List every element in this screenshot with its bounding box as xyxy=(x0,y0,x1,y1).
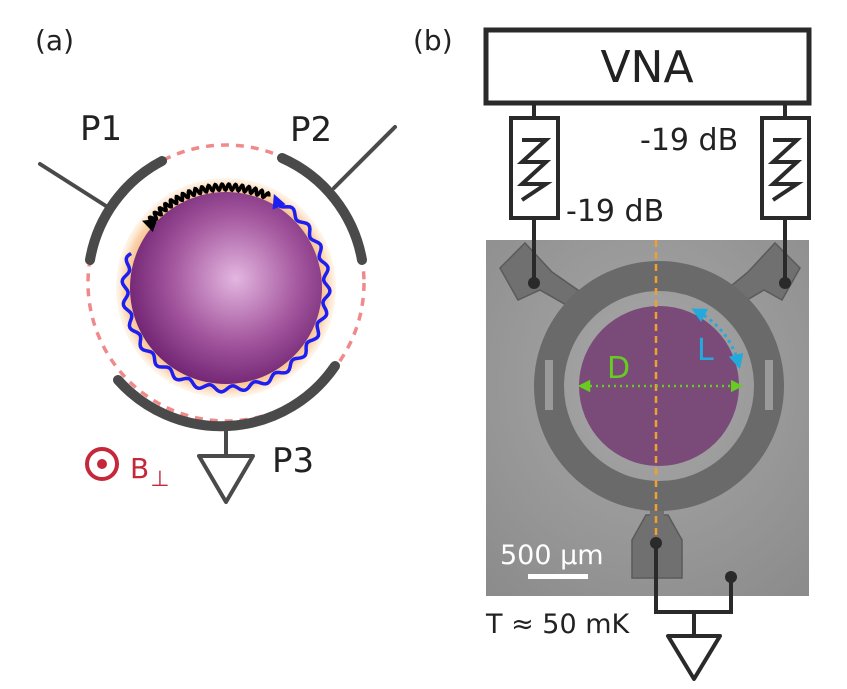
edge-channel-black xyxy=(141,182,271,233)
ground-symbol-a xyxy=(197,454,255,504)
disk xyxy=(130,192,322,384)
bond-right xyxy=(779,277,791,289)
field-out-of-plane-icon xyxy=(85,447,119,481)
edge-channel-blue xyxy=(120,194,332,394)
field-label: B⊥ xyxy=(130,452,169,492)
scale-bar-label: 500 µm xyxy=(500,540,604,571)
panel-a-label: (a) xyxy=(35,24,74,57)
lead-p1 xyxy=(38,162,108,208)
panel-b-label: (b) xyxy=(413,24,453,57)
contact-p3 xyxy=(113,361,340,432)
port-label-p3: P3 xyxy=(272,441,314,481)
field-label-sub: ⊥ xyxy=(150,467,169,492)
dimension-l-label: L xyxy=(697,333,714,368)
attenuator-left xyxy=(509,116,560,220)
ground-symbol-b xyxy=(666,634,722,681)
panel-b: (b) VNA D L xyxy=(413,24,812,681)
attenuator-right-label: -19 dB xyxy=(640,123,738,158)
contact-p1 xyxy=(85,156,167,265)
dimension-d-label: D xyxy=(607,351,630,386)
scale-bar xyxy=(528,574,588,579)
field-label-main: B xyxy=(130,452,149,485)
contact-p2 xyxy=(277,153,367,265)
temperature-label: T ≈ 50 mK xyxy=(485,609,631,640)
dashed-ring xyxy=(86,143,366,423)
attenuator-left-label: -19 dB xyxy=(566,194,664,229)
bond-left xyxy=(528,277,540,289)
lead-p2 xyxy=(332,125,397,190)
port-label-p2: P2 xyxy=(290,110,332,150)
panel-a: (a) P1 P2 P3 B⊥ xyxy=(35,24,397,504)
attenuator-right xyxy=(760,116,811,220)
port-label-p1: P1 xyxy=(80,109,122,149)
vna-label: VNA xyxy=(600,42,693,93)
vna-box xyxy=(483,27,812,106)
